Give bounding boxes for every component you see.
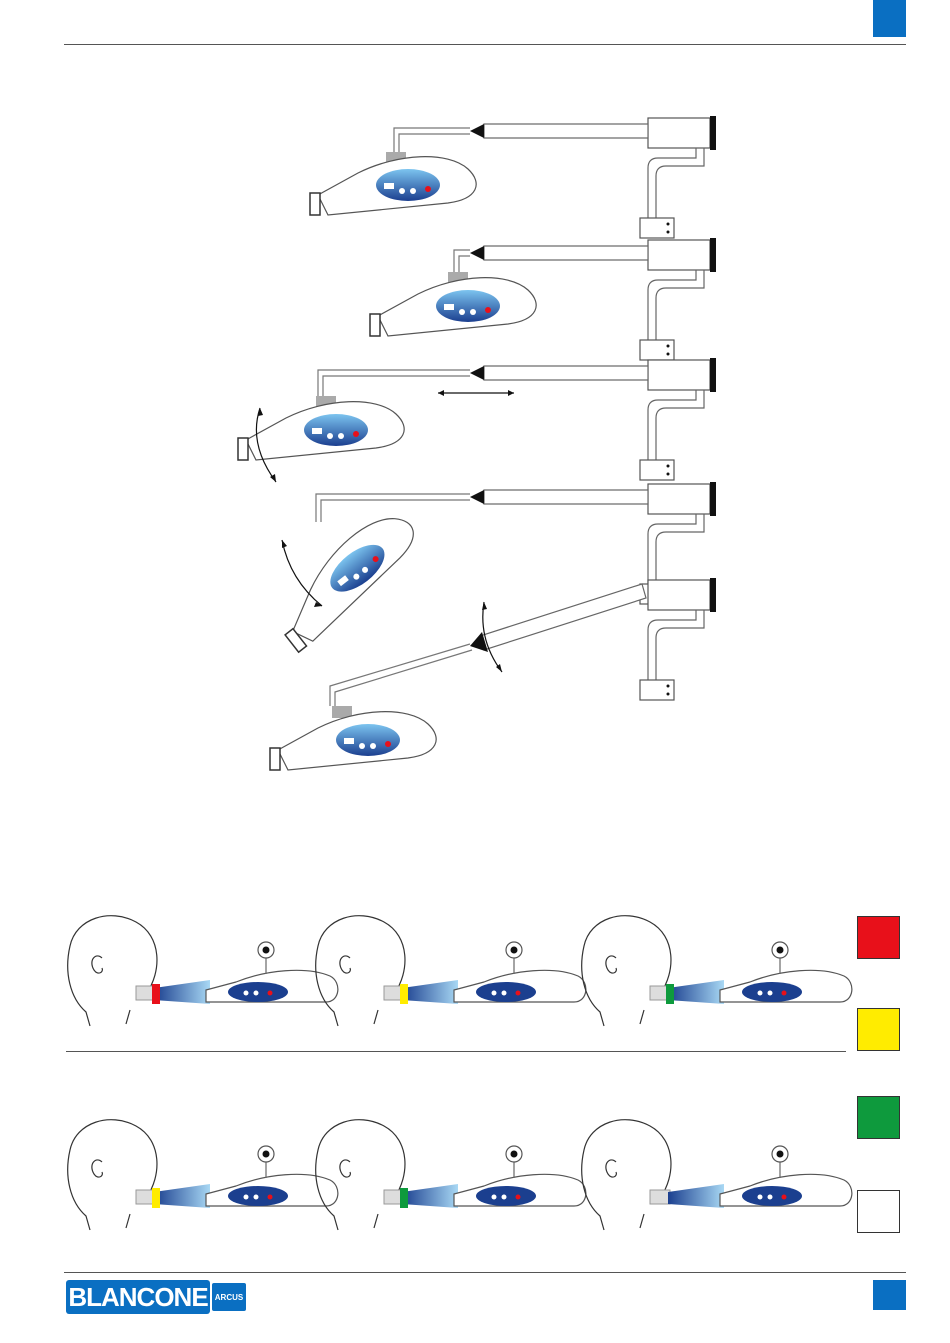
mouth-panel-3	[582, 916, 852, 1026]
mouth-panel-6	[582, 1120, 852, 1230]
section-divider	[66, 1051, 846, 1052]
lamp-tip	[400, 1188, 408, 1208]
lamp-tip	[666, 984, 674, 1004]
mouth-panel-1	[68, 916, 338, 1026]
status-swatch-green	[857, 1096, 900, 1139]
brand-logo: BLANCONE ARCUS	[66, 1280, 246, 1316]
mouth-panel-2	[316, 916, 586, 1026]
status-swatch-white	[857, 1190, 900, 1233]
footer-tab	[873, 1280, 906, 1310]
status-swatch-yellow	[857, 1008, 900, 1051]
status-swatch-red	[857, 916, 900, 959]
lamp-tip	[152, 984, 160, 1004]
mouth-panel-5	[316, 1120, 586, 1230]
mouth-panel-4	[68, 1120, 338, 1230]
logo-brand: BLANCONE	[66, 1280, 210, 1314]
lamp-tip	[152, 1188, 160, 1208]
logo-sub: ARCUS	[212, 1283, 246, 1311]
footer-rule	[64, 1272, 906, 1273]
lamp-tip	[400, 984, 408, 1004]
